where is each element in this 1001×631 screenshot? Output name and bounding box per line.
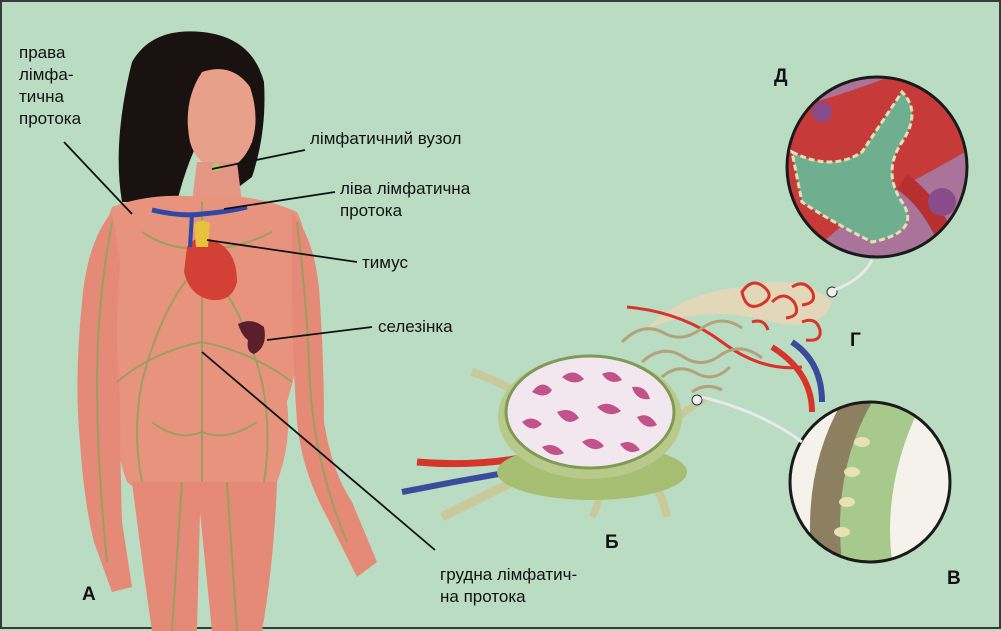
letter-d: Д <box>774 66 788 88</box>
thymus <box>194 221 210 248</box>
label-lymph-node: лімфатичний вузол <box>310 128 461 150</box>
lymph-node-section <box>402 355 707 517</box>
magnified-view-bottom <box>702 397 957 570</box>
letter-b: Б <box>605 532 619 554</box>
label-right-lymphatic-duct: права лімфа- тична протока <box>19 42 81 130</box>
label-thymus: тимус <box>362 252 408 274</box>
magnified-view-top <box>782 72 982 290</box>
legs <box>132 482 277 631</box>
label-left-lymphatic-duct: ліва лімфатична протока <box>340 178 470 222</box>
letter-a: А <box>82 584 96 606</box>
letter-v: В <box>947 568 961 590</box>
label-spleen: селезінка <box>378 316 453 338</box>
letter-g: Г <box>850 330 861 352</box>
label-thoracic-duct: грудна лімфатич- на протока <box>440 564 577 608</box>
